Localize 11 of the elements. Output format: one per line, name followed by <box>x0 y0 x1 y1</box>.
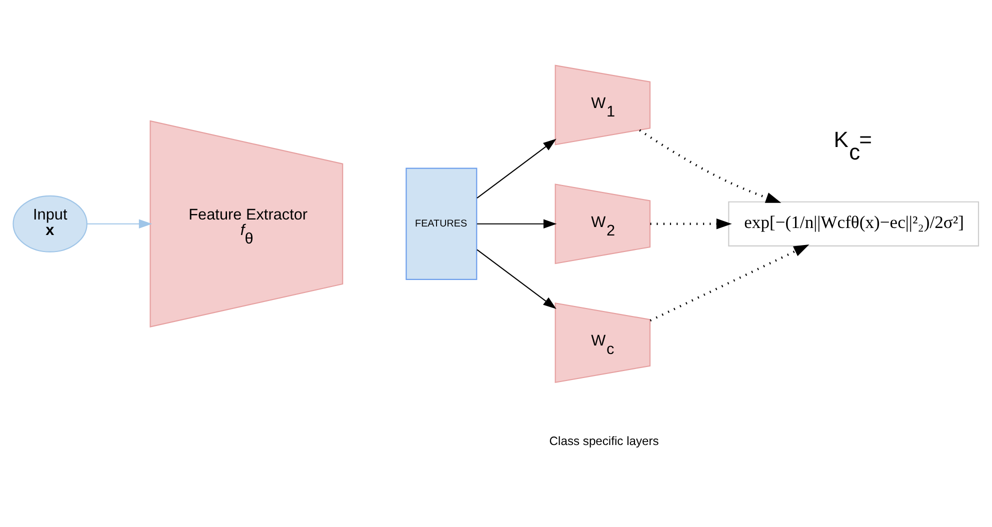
node-ellipse: Input x <box>12 195 88 252</box>
label: Class specific layers <box>549 434 659 448</box>
arrow <box>639 129 782 203</box>
arrow <box>476 138 556 199</box>
arrow <box>477 219 557 228</box>
node-box: exp[−(1/n||Wcfθ(x)−ec||²₂)/2σ²] <box>728 201 980 246</box>
node-box: FEATURES <box>406 168 478 280</box>
arrow <box>650 218 732 230</box>
arrow <box>650 244 810 322</box>
arrow <box>86 219 152 228</box>
arrow <box>476 249 556 309</box>
